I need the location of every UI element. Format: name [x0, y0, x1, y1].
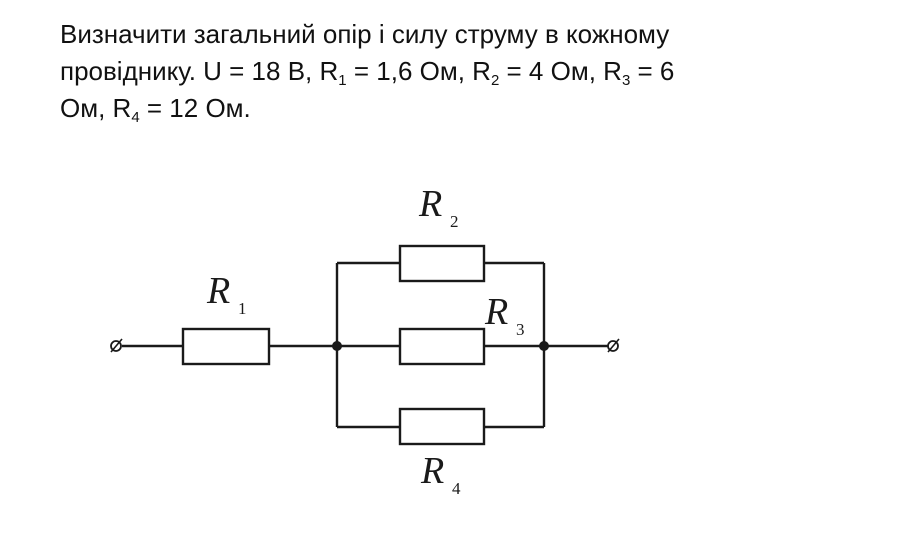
label-r4-sub: 4 — [452, 479, 461, 498]
resistor-r1 — [181, 327, 271, 366]
junction-node-right — [539, 341, 549, 351]
problem-line-3b: = 12 Ом. — [139, 93, 251, 123]
junction-node-left — [332, 341, 342, 351]
problem-line-3a: Ом, R — [60, 93, 132, 123]
problem-line-2a: провіднику. U = 18 В, R — [60, 56, 339, 86]
label-r2: R — [418, 183, 442, 225]
problem-line-2b: = 1,6 Ом, R — [346, 56, 491, 86]
problem-line-1: Визначити загальний опір і силу струму в… — [60, 19, 670, 49]
problem-statement: Визначити загальний опір і силу струму в… — [60, 16, 860, 127]
label-r3-sub: 3 — [516, 320, 525, 339]
r4-subscript: 4 — [131, 109, 140, 126]
resistor-r4 — [398, 407, 486, 446]
r1-subscript: 1 — [338, 72, 347, 89]
label-r4: R — [420, 450, 444, 492]
label-r1-sub: 1 — [238, 299, 247, 318]
label-r2-sub: 2 — [450, 212, 459, 231]
terminal-input — [110, 338, 123, 353]
resistor-r3 — [398, 327, 486, 366]
resistor-r2 — [398, 244, 486, 283]
r3-subscript: 3 — [621, 72, 631, 89]
label-r1: R — [206, 270, 230, 312]
problem-line-2c: = 4 Ом, R — [499, 56, 622, 86]
r2-subscript: 2 — [490, 72, 500, 89]
problem-line-2d: = 6 — [630, 56, 675, 86]
terminal-output — [607, 338, 620, 353]
label-r3: R — [484, 291, 508, 333]
